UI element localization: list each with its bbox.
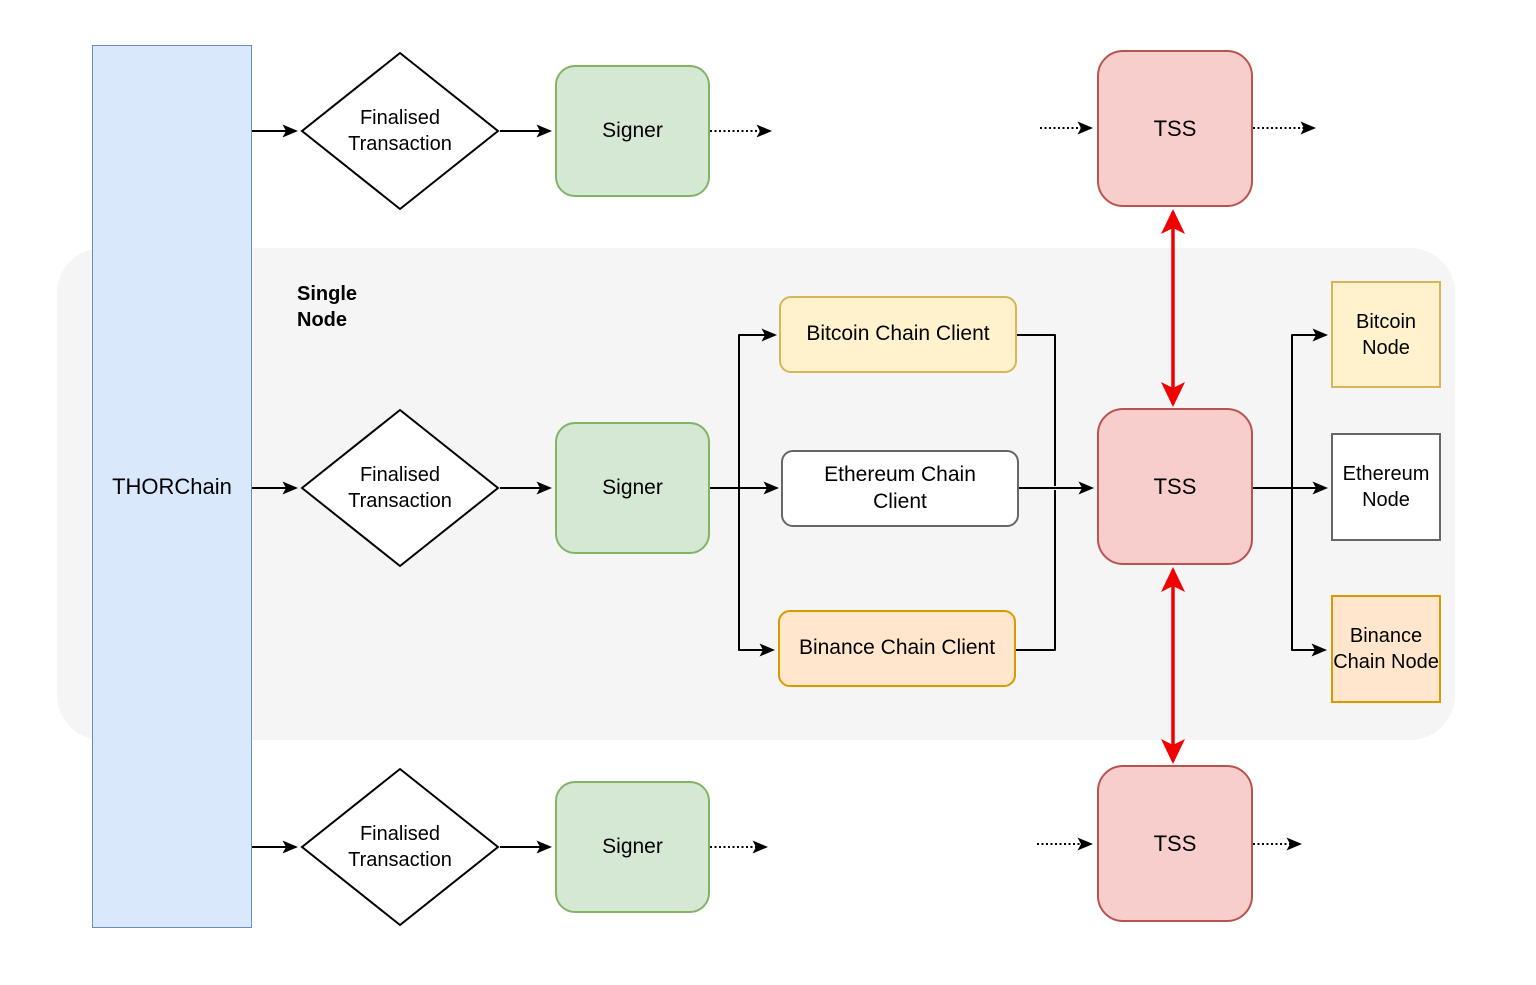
binance-chain-node-label: Binance Chain Node [1333,625,1439,673]
signer-label: Signer [602,475,663,499]
ethereum-node-label: Ethereum Node [1342,463,1430,511]
tss-box-middle: TSS [1097,408,1253,565]
diamond-shape [300,408,500,568]
bitcoin-node-box: Bitcoin Node [1331,281,1441,388]
binance-chain-client-box: Binance Chain Client [778,610,1016,687]
signer-box-top: Signer [555,65,710,197]
bitcoin-chain-client-label: Bitcoin Chain Client [806,322,990,346]
binance-chain-node-box: Binance Chain Node [1331,595,1441,703]
tss-label: TSS [1153,473,1197,499]
ethereum-chain-client-label: Ethereum Chain Client [824,463,976,513]
bitcoin-chain-client-box: Bitcoin Chain Client [779,296,1017,373]
thorchain-box: THORChain [92,45,252,928]
tss-label: TSS [1153,830,1197,856]
finalised-transaction-diamond-middle: Finalised Transaction [300,408,500,568]
diamond-shape [300,767,500,927]
diamond-label: Finalised Transaction [348,823,452,871]
signer-box-middle: Signer [555,422,710,554]
finalised-transaction-diamond-top: Finalised Transaction [300,51,500,211]
thorchain-label: THORChain [112,473,232,499]
tss-label: TSS [1153,115,1197,141]
single-node-label: Single Node [297,283,358,332]
signer-box-bottom: Signer [555,781,710,913]
signer-label: Signer [602,834,663,858]
diamond-label: Finalised Transaction [348,107,452,155]
tss-box-top: TSS [1097,50,1253,207]
binance-chain-client-label: Binance Chain Client [798,636,996,660]
diamond-label: Finalised Transaction [348,464,452,512]
ethereum-chain-client-box: Ethereum Chain Client [781,450,1019,527]
diamond-shape [300,51,500,211]
signer-label: Signer [602,118,663,142]
tss-box-bottom: TSS [1097,765,1253,922]
finalised-transaction-diamond-bottom: Finalised Transaction [300,767,500,927]
ethereum-node-box: Ethereum Node [1331,433,1441,541]
bitcoin-node-label: Bitcoin Node [1355,310,1417,359]
